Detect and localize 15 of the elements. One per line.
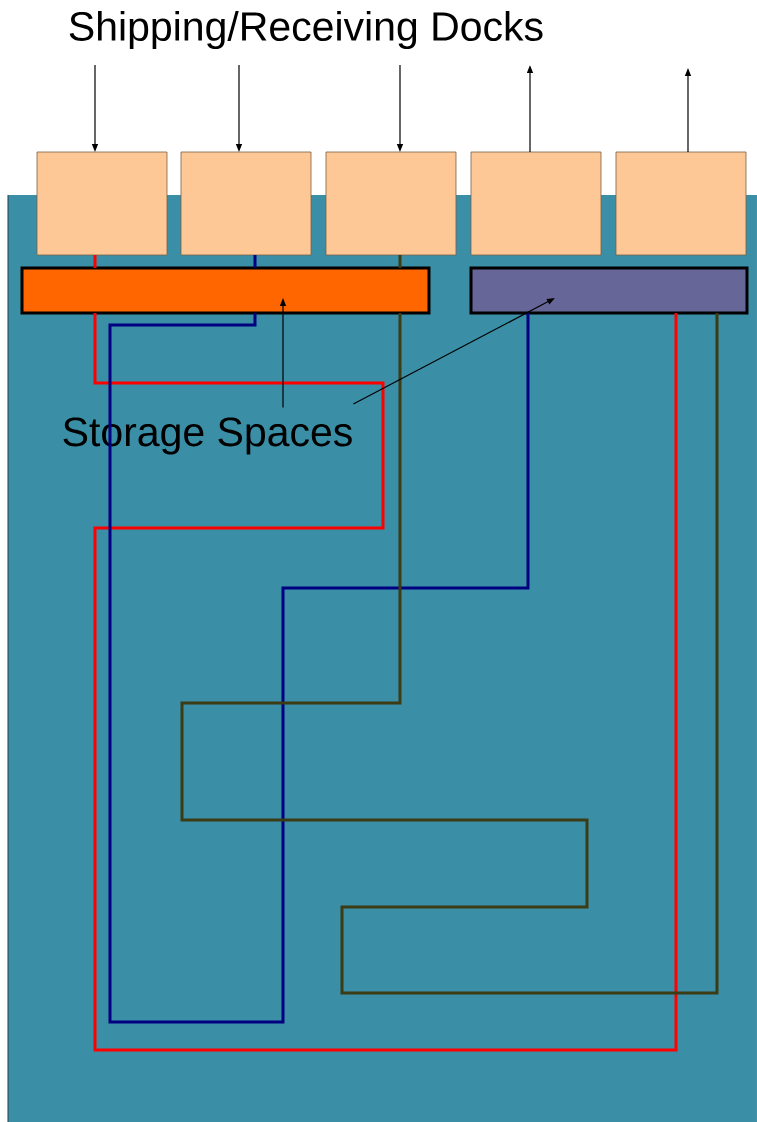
flow-line	[398, 255, 402, 268]
heading: Shipping/Receiving Docks	[69, 10, 543, 50]
flow-line	[93, 313, 678, 1052]
dock-box	[325, 151, 457, 256]
dock-box	[180, 151, 312, 256]
dock-box	[36, 151, 168, 256]
flow-line	[180, 313, 719, 995]
storage-bar	[20, 266, 431, 315]
flow-line	[253, 255, 257, 268]
flow-line	[93, 255, 97, 268]
flow-line	[108, 312, 530, 1024]
leader-line	[352, 298, 555, 405]
dock-box	[615, 151, 747, 256]
storage-bar	[469, 266, 749, 315]
dock-box	[470, 151, 602, 256]
